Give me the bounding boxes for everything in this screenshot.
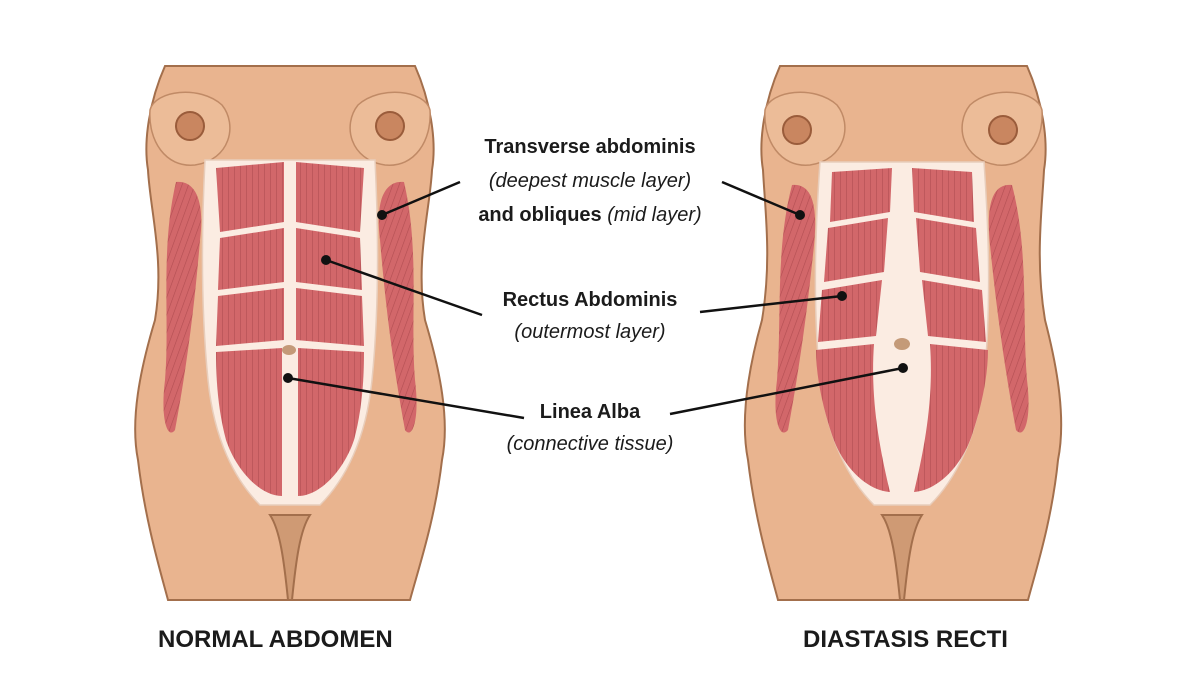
oblique-muscle-right [378,181,417,433]
navel [894,338,910,350]
nipple [175,111,205,141]
label-transverse-abdominis: Transverse abdominis (deepest muscle lay… [440,130,740,232]
caption-normal-abdomen: NORMAL ABDOMEN [158,626,393,653]
groin [268,514,312,601]
leader-dot [377,210,387,220]
oblique-muscle-right [988,184,1029,433]
groin [880,514,924,601]
label-title: Transverse abdominis [484,136,696,158]
label-rectus-abdominis: Rectus Abdominis (outermost layer) [440,284,740,348]
leader-linea-left [287,376,525,420]
leader-lines [287,180,904,420]
leader-dot [898,363,908,373]
nipple [375,111,405,141]
leader-transverse-right [721,180,801,217]
leader-dot [837,291,847,301]
label-subtitle: (connective tissue) [506,433,674,455]
diastasis-recti-figure [743,65,1063,601]
label-linea-alba: Linea Alba (connective tissue) [440,396,740,460]
leader-rectus-left [325,258,483,317]
label-subtitle: (deepest muscle layer) [488,170,692,192]
leader-rectus-right [699,294,843,314]
label-title: Linea Alba [539,401,641,423]
leader-dot [321,255,331,265]
rectus-abdominis-separated [816,168,988,492]
navel [282,345,296,355]
label-subtitle: (outermost layer) [514,321,666,343]
label-extra-italic: (mid layer) [607,204,702,226]
oblique-muscle-left [775,184,816,433]
leader-dot [795,210,805,220]
label-extra-bold: and obliques [478,204,602,226]
normal-abdomen-figure [134,65,446,601]
leader-transverse-left [381,180,461,217]
rectus-abdominis-normal [216,162,364,496]
caption-diastasis-recti: DIASTASIS RECTI [803,626,1008,653]
leader-dot [283,373,293,383]
label-title: Rectus Abdominis [502,289,678,311]
leader-linea-right [669,366,904,416]
nipple [988,115,1018,145]
nipple [782,115,812,145]
leader-dots [283,210,908,383]
oblique-muscle-left [163,181,202,433]
